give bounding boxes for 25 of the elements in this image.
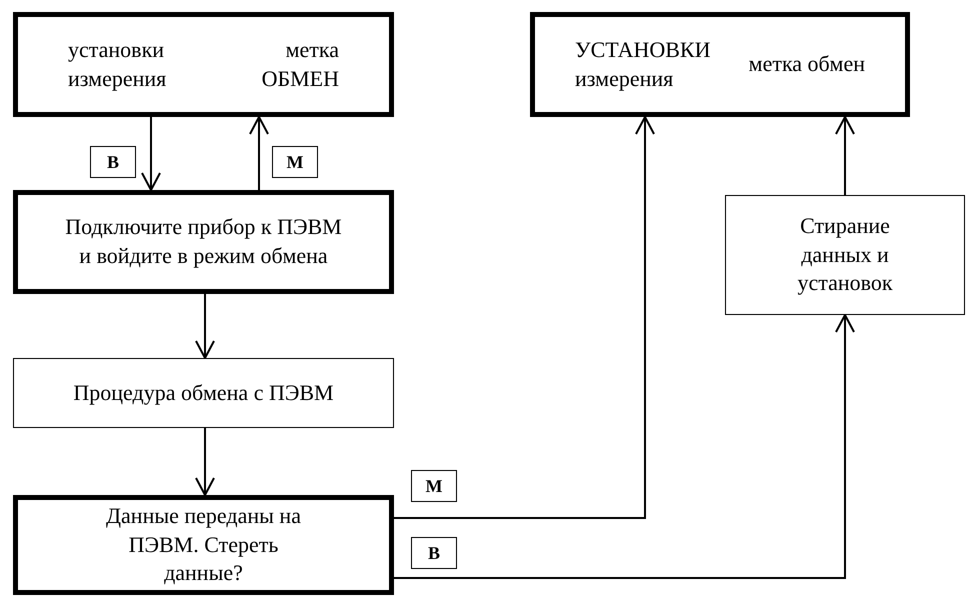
box-text: Процедура обмена с ПЭВМ [73,378,334,407]
process-box [725,195,965,315]
box-text: УСТАНОВКИ измерения [575,36,712,93]
arrow [195,294,215,359]
box-text: установки измерения [68,36,168,93]
process-box [13,12,394,117]
process-box [13,495,394,595]
arrow [195,428,215,496]
box-text: Стирание данных и установок [796,212,894,298]
box-text: метка ОБМЕН [260,36,339,92]
box-text: Данные переданы на ПЭВМ. Стереть данные? [105,502,302,588]
edge-label: В [411,537,457,569]
process-box [530,12,910,117]
process-box [13,358,394,428]
arrow [141,117,161,191]
arrow [249,116,269,190]
arrow [394,116,655,519]
arrow [835,116,855,195]
edge-label: М [272,146,318,178]
process-box [13,190,394,294]
box-text: Подключите прибор к ПЭВМ и войдите в режим обмена [64,213,343,270]
box-text: метка обмен [748,50,865,78]
edge-label: В [90,146,136,178]
edge-label: М [411,470,457,502]
arrow [394,314,855,579]
